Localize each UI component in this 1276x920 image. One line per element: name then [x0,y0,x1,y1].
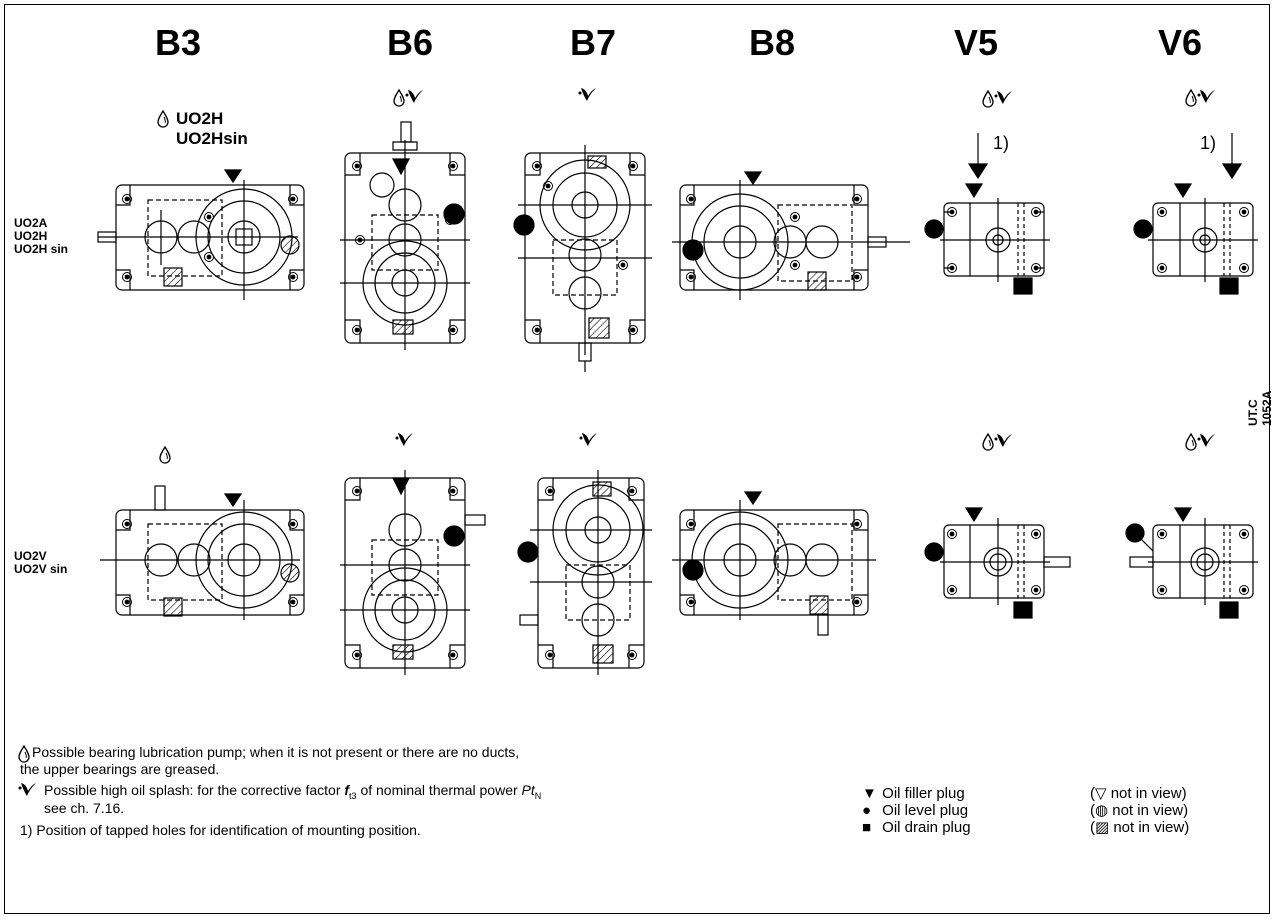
gearbox-b7-bottom [519,470,652,675]
drop-icon [1185,89,1197,107]
row-label-top: UO2A UO2H UO2H sin [14,217,68,256]
drop-icon [1185,433,1197,451]
note-pump-line-1: Possible bearing lubrication pump; when … [32,744,520,760]
page-frame [4,4,1270,914]
gearbox-b8-top [672,180,910,300]
note-splash-power-sub: N [534,790,542,801]
splash-icon [994,434,1012,447]
level-plug-icon: ● [862,802,872,819]
note-position: 1) Position of tapped holes for identifi… [20,822,421,838]
note-splash-power: Pt [521,782,535,798]
column-title-b7: B7 [569,22,617,63]
splash-icon [405,90,423,103]
legend-filler-note: (▽ not in view) [1090,785,1187,802]
splash-icon [579,433,597,446]
note-splash-factor: f [344,782,350,798]
note-splash-mid: of nominal thermal power [360,782,518,798]
pump-labels: UO2H UO2Hsin [176,109,248,149]
row-label-uo2v: UO2V [14,549,47,563]
gearbox-v6-top [1148,198,1258,282]
column-title-b8: B8 [748,22,796,63]
column-title-v5: V5 [953,22,999,63]
drop-icon [18,745,30,763]
gearbox-v5-bottom [940,518,1071,605]
legend-filler-label: Oil filler plug [882,785,965,802]
drop-icon [982,90,994,108]
gearbox-b6-top [340,121,470,350]
drop-icon [157,110,169,128]
note-marker-v5: 1) [993,133,1010,153]
column-title-b6: B6 [386,22,434,63]
pump-and-splash-markers [18,88,1215,796]
drop-icon [159,446,171,464]
splash-icon [395,433,413,446]
row-label-bottom: UO2V UO2V sin [14,550,67,576]
drop-icon [393,89,405,107]
legend-level-note: (◍ not in view) [1090,802,1189,819]
splash-icon [18,783,36,796]
drain-plug-icon: ■ [862,819,872,836]
pump-label-uo2hsin: UO2Hsin [176,129,248,148]
row-label-uo2a: UO2A [14,216,48,230]
gearbox-b6-bottom [340,470,486,675]
row-label-uo2v-sin: UO2V sin [14,562,68,576]
note-splash-line-2: see ch. 7.16. [44,800,125,816]
column-title-v6: V6 [1157,22,1203,63]
legend-filler-plug: ▼ Oil filler plug [862,785,965,802]
column-title-b3: B3 [154,22,202,63]
gearbox-v6-bottom [1129,518,1258,605]
legend-level-plug: ● Oil level plug [862,802,968,819]
note-pump: Possible bearing lubrication pump; when … [32,744,519,760]
drop-icon [982,433,994,451]
note-pump-line-2: the upper bearings are greased. [20,761,220,777]
pump-label-uo2h: UO2H [176,109,224,128]
note-splash-text: Possible high oil splash: for the correc… [44,782,341,798]
note-splash: Possible high oil splash: for the correc… [44,782,541,804]
splash-icon [578,88,596,101]
legend-drain-plug: ■ Oil drain plug [862,819,971,836]
row-label-uo2h-sin: UO2H sin [14,242,69,256]
note-splash-factor-sub: t3 [349,790,357,801]
gearbox-b3-bottom [100,485,305,620]
splash-icon [1197,434,1215,447]
splash-icon [1197,90,1215,103]
gearbox-b7-top [518,145,652,372]
row-label-uo2h: UO2H [14,229,48,243]
legend-drain-label: Oil drain plug [882,819,971,836]
gearbox-b3-top [97,180,305,300]
filler-plug-icon: ▼ [862,785,877,802]
splash-icon [994,91,1012,104]
legend-drain-note: (▨ not in view) [1090,819,1190,836]
note-marker-v6: 1) [1200,133,1217,153]
legend-level-label: Oil level plug [882,802,969,819]
